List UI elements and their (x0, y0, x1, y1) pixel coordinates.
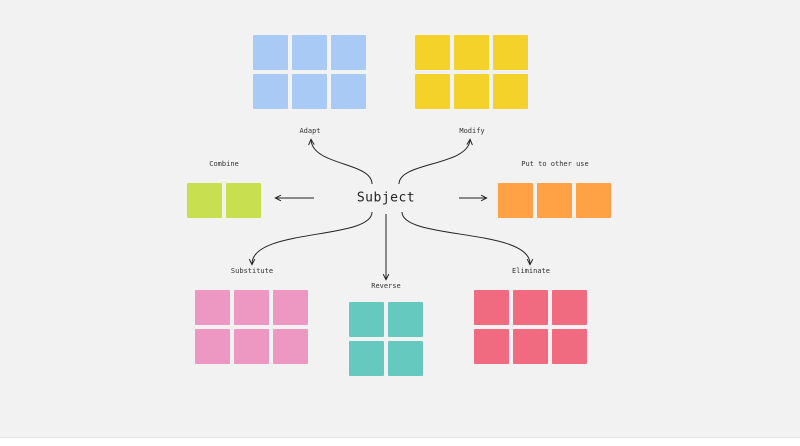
sticky-note[interactable] (474, 290, 509, 325)
sticky-note[interactable] (349, 302, 384, 337)
sticky-cluster-reverse (349, 302, 423, 376)
arrow-to-adapt (311, 140, 373, 185)
sticky-note[interactable] (349, 341, 384, 376)
sticky-note[interactable] (454, 74, 489, 109)
sticky-note[interactable] (273, 290, 308, 325)
sticky-note[interactable] (226, 183, 261, 218)
label-eliminate: Eliminate (512, 267, 550, 275)
sticky-note[interactable] (513, 329, 548, 364)
sticky-cluster-combine (187, 183, 261, 218)
label-substitute: Substitute (230, 267, 274, 275)
sticky-note[interactable] (415, 35, 450, 70)
sticky-note[interactable] (234, 329, 269, 364)
sticky-cluster-eliminate (474, 290, 587, 364)
sticky-note[interactable] (195, 290, 230, 325)
sticky-note[interactable] (195, 329, 230, 364)
subject-node[interactable]: Subject (356, 190, 416, 206)
label-put-to-other-use: Put to other use (521, 160, 589, 168)
arrow-to-modify (398, 140, 470, 185)
sticky-note[interactable] (331, 74, 366, 109)
sticky-cluster-adapt (253, 35, 366, 109)
sticky-note[interactable] (552, 329, 587, 364)
sticky-note[interactable] (187, 183, 222, 218)
sticky-note[interactable] (493, 74, 528, 109)
connector-layer (0, 0, 800, 437)
canvas-bottom-bar (0, 437, 800, 446)
sticky-note[interactable] (292, 35, 327, 70)
label-modify: Modify (459, 127, 485, 135)
sticky-note[interactable] (253, 74, 288, 109)
sticky-note[interactable] (498, 183, 533, 218)
sticky-cluster-modify (415, 35, 528, 109)
sticky-note[interactable] (454, 35, 489, 70)
arrow-to-eliminate (401, 211, 530, 264)
sticky-note[interactable] (513, 290, 548, 325)
sticky-cluster-substitute (195, 290, 308, 364)
label-combine: Combine (209, 160, 239, 168)
sticky-note[interactable] (273, 329, 308, 364)
sticky-note[interactable] (388, 341, 423, 376)
label-adapt: Adapt (299, 127, 321, 135)
sticky-note[interactable] (493, 35, 528, 70)
label-reverse: Reverse (371, 282, 401, 290)
sticky-note[interactable] (537, 183, 572, 218)
whiteboard-canvas: Subject Adapt Modify Combine Put to othe… (0, 0, 800, 437)
sticky-cluster-put-to-other-use (498, 183, 611, 218)
sticky-note[interactable] (234, 290, 269, 325)
arrow-to-substitute (252, 211, 373, 264)
sticky-note[interactable] (576, 183, 611, 218)
sticky-note[interactable] (331, 35, 366, 70)
sticky-note[interactable] (253, 35, 288, 70)
sticky-note[interactable] (552, 290, 587, 325)
sticky-note[interactable] (474, 329, 509, 364)
sticky-note[interactable] (388, 302, 423, 337)
sticky-note[interactable] (292, 74, 327, 109)
sticky-note[interactable] (415, 74, 450, 109)
